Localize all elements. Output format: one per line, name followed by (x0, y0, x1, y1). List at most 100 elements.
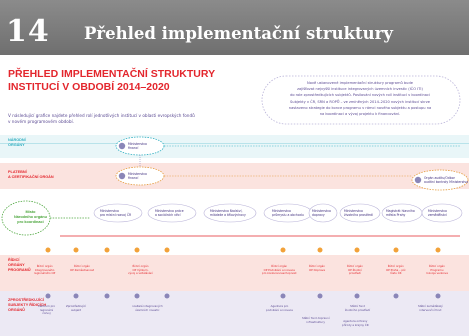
intermediary-8-line-1: Státní zemědělský (418, 304, 443, 308)
ministry-frame-5 (308, 203, 338, 223)
program-7-line-2: OP Praha – pól (386, 267, 406, 272)
intermediary-icon-2 (73, 293, 79, 299)
program-6-line-2: OP Životní (347, 267, 362, 272)
row-label-payment-line-2: A CERTIFIKAČNÍ ORGÁN (8, 175, 54, 179)
ministry-6-line-2: životního prostředí (344, 213, 373, 218)
program-8-line-1: Řídicí orgán (428, 264, 445, 268)
ministry-2-line-2: a sociálních věcí (155, 213, 181, 218)
ministry-2-line-1: Ministerstvo práce (155, 209, 184, 213)
ministry-4-line-1: Ministerstvo (272, 209, 291, 213)
intermediary-6-line-2: životního prostředí (345, 307, 371, 312)
audit-person-icon (414, 176, 422, 184)
program-4-line-3: pro konkurenceschopnost (262, 271, 297, 276)
ministry-frame-8 (421, 203, 463, 223)
program-3-line-2: OP Výzkum, (132, 267, 149, 272)
ministry-5-line-1: Ministerstvo (312, 209, 331, 213)
program-5-line-1: Řídicí orgán (309, 264, 325, 268)
row-label-national: NÁRODNÍ ORGÁNY (8, 138, 26, 148)
document-title-line-2: INSTITUCÍ V OBDOBÍ 2014–2020 (8, 81, 170, 93)
program-icon-5 (164, 247, 170, 253)
row-label-managing: ŘÍDICÍ ORGÁNY PROGRAMŮ (8, 258, 31, 273)
row-label-intermediary: ZPROSTŘEDKUJÍCÍ SUBJEKTY ŘÍDICÍCH ORGÁNŮ (8, 298, 46, 313)
row-label-managing-line-3: PROGRAMŮ (8, 268, 31, 272)
ministry-3-line-2: mládeže a tělovýchovy (210, 213, 246, 218)
payment-node-line-1: Ministerstvo (128, 172, 147, 176)
program-3-line-3: vývoj a vzdělávání (128, 271, 153, 276)
ministry-frame-2 (147, 203, 197, 223)
payment-person-icon (118, 172, 126, 180)
intermediary-2-line-2: subjekt (71, 307, 81, 312)
payment-node: Ministerstvo financí (128, 172, 147, 181)
intermediary-icon-5 (164, 293, 170, 299)
ministry-7-line-1: Magistrát hlavního (386, 209, 415, 213)
program-1-line-3: regionálního OP (34, 271, 56, 276)
intermediary-1-line-2: regionální (39, 307, 54, 312)
ministry-4-line-2: průmyslu a obchodu (272, 213, 304, 218)
band-national-line (0, 143, 469, 144)
program-icon-4 (134, 247, 140, 253)
intermediary-3-line-2: územních investic (135, 307, 160, 312)
row-label-intermediary-line-3: ORGÁNŮ (8, 308, 25, 312)
chapter-number: 14 (6, 14, 50, 49)
national-node-line-2: financí (128, 146, 139, 151)
coordination-label-line-1: Místo (25, 210, 36, 214)
intermediary-8-line-2: intervenční fond (419, 307, 442, 312)
program-icon-2 (73, 247, 79, 253)
national-node: Ministerstvo financí (128, 142, 147, 151)
program-4-line-1: Řídicí orgán (271, 264, 288, 268)
ministry-5-line-2: dopravy (312, 213, 325, 218)
program-2-line-1: Řídicí orgán (74, 264, 90, 268)
program-3-line-1: Řídicí orgán (132, 264, 149, 268)
program-icon-1 (45, 247, 51, 253)
program-icon-9 (393, 247, 399, 253)
note-line-6: na koordinaci a vývoj projektu k financo… (319, 112, 401, 117)
chapter-banner: 14 Přehled implementační struktury (0, 0, 469, 55)
row-label-intermediary-line-2: SUBJEKTY ŘÍDICÍCH (8, 303, 47, 307)
intermediary-icon-3 (104, 293, 110, 299)
coordination-label: Místo Národního orgánu pro koordinaci (14, 210, 47, 225)
intermediary-5-line-1: Státní fond dopravní (302, 316, 330, 320)
program-6-line-3: prostředí (348, 271, 361, 276)
ministry-8-line-2: zemědělství (428, 213, 447, 218)
intermediary-2-line-1: Zprostředkující (66, 304, 86, 308)
program-1-line-1: Řídicí orgán (36, 264, 53, 268)
program-icon-8 (354, 247, 360, 253)
note-frame (261, 75, 461, 125)
intermediary-4-line-2: podnikání a inovace (266, 307, 293, 312)
coordination-label-line-2: Národního orgánu (14, 215, 47, 219)
ministry-frames (93, 203, 463, 223)
national-node-line-1: Ministerstvo (128, 142, 147, 146)
intermediary-3-line-1: nositelé integrovaných (132, 304, 163, 308)
row-label-payment: PLATEBNÍ A CERTIFIKAČNÍ ORGÁN (8, 170, 54, 180)
chapter-title: Přehled implementační struktury (84, 24, 393, 43)
note-line-2: zajišťovat nejvyšší instituce integrovan… (297, 87, 423, 92)
program-7-line-3: růstu ČR (389, 271, 402, 276)
program-8-line-3: rozvoje venkova (426, 271, 448, 276)
audit-node-line-2: auditní kontroly Ministerstva (424, 180, 469, 185)
ministry-3-line-1: Ministerstvo školství, (210, 209, 243, 213)
intermediary-icon-7 (317, 293, 323, 299)
row-label-national-line-1: NÁRODNÍ (8, 138, 26, 142)
intermediary-icon-10 (435, 293, 441, 299)
program-icons (45, 247, 441, 253)
note-line-1: Nově ustanovené implementační struktury … (307, 81, 413, 85)
audit-node-frame (411, 169, 469, 191)
band-intermediary (0, 291, 469, 336)
intermediary-1-line-3: rozvoj (42, 311, 51, 316)
